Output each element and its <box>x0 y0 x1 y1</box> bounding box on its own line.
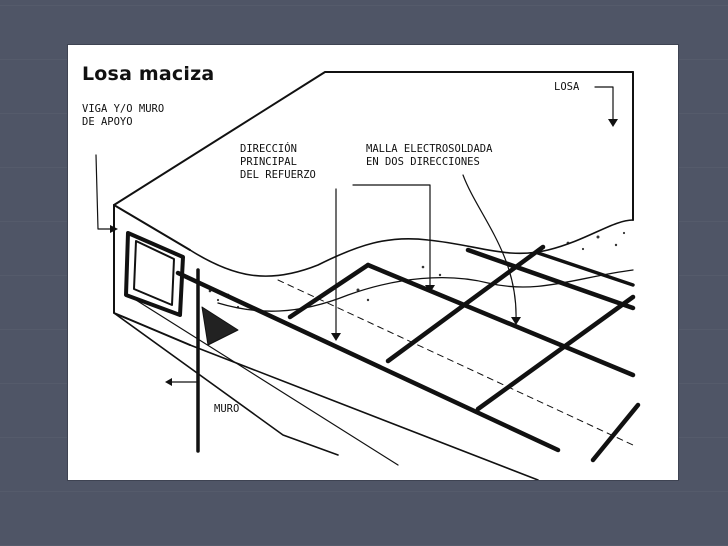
slab-top-back-edge <box>113 71 634 206</box>
beam-stirrup-inner <box>133 240 175 306</box>
rebar-cross-2 <box>385 244 546 364</box>
wall-hatch <box>201 306 239 346</box>
diagram-title: Losa maciza <box>82 63 215 85</box>
label-malla-electrosoldada: MALLA ELECTROSOLDADA EN DOS DIRECCIONES <box>366 143 493 168</box>
arrowhead-direccion-2 <box>425 285 435 293</box>
diagram-card: Losa maciza LOSA VIGA Y/O MURO DE APOYO … <box>68 45 678 480</box>
arrowhead-viga <box>110 225 118 233</box>
leader-losa <box>594 86 614 124</box>
label-viga-muro-apoyo: VIGA Y/O MURO DE APOYO <box>82 103 165 128</box>
leader-direccion-2 <box>352 184 431 289</box>
slab-bottom-edge <box>113 312 339 456</box>
leader-viga <box>95 154 111 230</box>
dashed-guide <box>277 279 634 446</box>
rebar-cross-1 <box>287 262 371 320</box>
arrowhead-malla <box>511 317 521 325</box>
label-direccion-principal: DIRECCIÓN PRINCIPAL DEL REFUERZO <box>240 143 316 181</box>
label-losa: LOSA <box>554 81 580 93</box>
arrowhead-losa <box>608 119 618 127</box>
rebar-cross-3 <box>475 294 636 412</box>
rebar-cross-4 <box>590 402 641 463</box>
slab-underside-line-2 <box>127 294 399 466</box>
rebar-main-1 <box>175 270 561 453</box>
beam-stirrup <box>124 231 185 317</box>
concrete-aggregate <box>208 231 626 309</box>
slab-front-edge <box>113 204 191 251</box>
rebar-main-2 <box>365 262 636 378</box>
concrete-cut-line <box>189 219 634 277</box>
rebar-main-4 <box>536 251 635 287</box>
slab-drawing <box>95 71 641 480</box>
rebar-main-3 <box>465 247 636 311</box>
arrowhead-muro <box>165 378 172 386</box>
leader-malla <box>462 174 517 321</box>
label-muro: MURO <box>214 403 240 415</box>
slab-underside-line <box>189 344 539 480</box>
arrowhead-direccion <box>331 333 341 341</box>
